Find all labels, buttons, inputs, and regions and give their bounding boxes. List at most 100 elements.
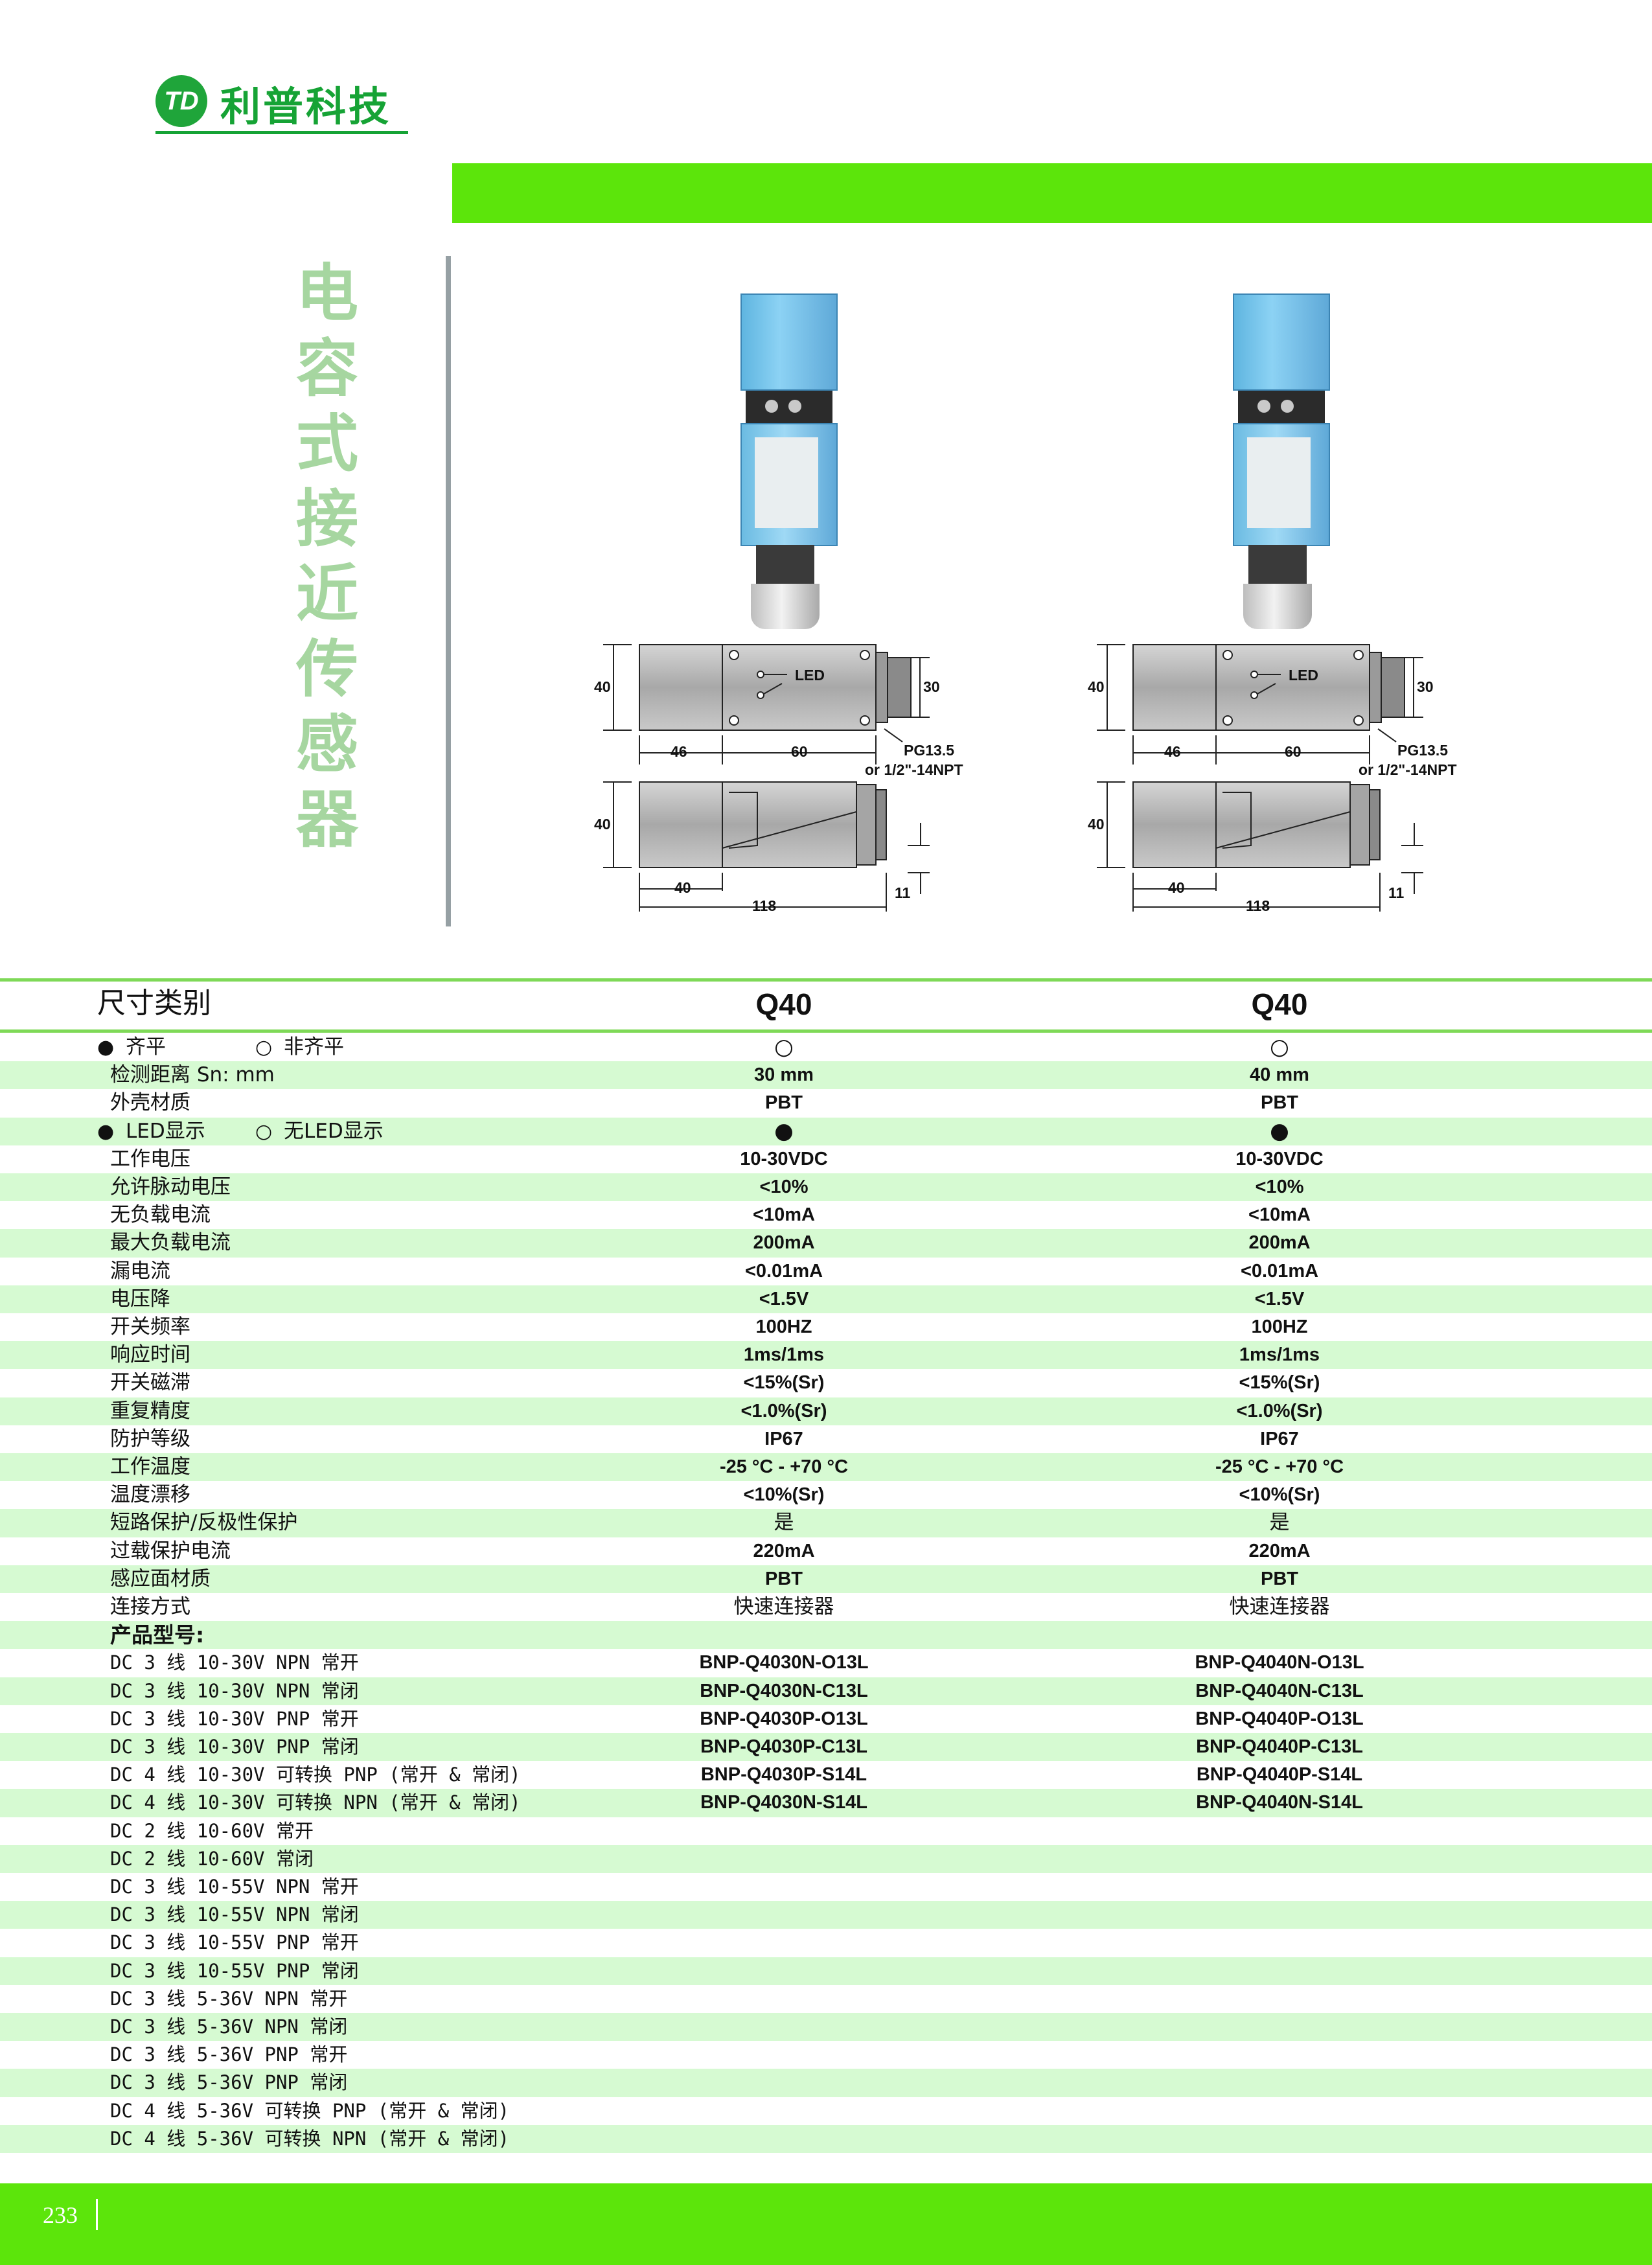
cell-value: -25 °C - +70 °C [719, 1456, 849, 1477]
table-row: 工作温度-25 °C - +70 °C-25 °C - +70 °C [0, 1453, 1652, 1482]
row-label: DC 3 线 10-30V PNP 常开 [110, 1707, 359, 1730]
dim-cable-diameter: 30 [1417, 678, 1434, 695]
cell-value: BNP-Q4030P-S14L [700, 1764, 867, 1786]
dim-height: 40 [1088, 678, 1105, 695]
table-row: DC 3 线 10-55V NPN 常开 [0, 1873, 1652, 1901]
cell-value: BNP-Q4030P-C13L [700, 1736, 867, 1757]
dim-side-total: 118 [1246, 897, 1270, 914]
cell-value: <10mA [1248, 1204, 1311, 1226]
cell-value: PBT [1261, 1092, 1298, 1114]
cell-value: 30 mm [754, 1064, 814, 1086]
row-label: 外壳材质 [110, 1091, 190, 1115]
legend: ●LED显示○无LED显示 [97, 1118, 384, 1145]
dim-cable-diameter: 30 [923, 678, 940, 695]
dim-side-tail: 11 [895, 884, 911, 901]
row-label: DC 3 线 10-30V PNP 常闭 [110, 1736, 359, 1758]
table-row: 电压降<1.5V<1.5V [0, 1285, 1652, 1313]
row-label: DC 3 线 5-36V NPN 常开 [110, 1987, 348, 2010]
legend-text: 齐平 [126, 1035, 166, 1059]
thread-spec-alt: or 1/2"-14NPT [1359, 761, 1457, 778]
cell-value: BNP-Q4040P-S14L [1196, 1764, 1363, 1786]
dim-side-a: 40 [1168, 879, 1185, 896]
cell-value: BNP-Q4030N-O13L [699, 1652, 869, 1673]
cell-value: PBT [765, 1092, 803, 1114]
cell-value: PBT [765, 1568, 803, 1589]
row-label: DC 3 线 5-36V NPN 常闭 [110, 2016, 348, 2038]
symbol-hollow-icon: ○ [255, 1120, 273, 1143]
row-label: DC 3 线 10-55V PNP 常开 [110, 1931, 359, 1954]
table-row: DC 3 线 10-55V PNP 常闭 [0, 1957, 1652, 1985]
legend-text: LED显示 [126, 1119, 205, 1143]
cell-value: 1ms/1ms [743, 1344, 825, 1366]
title-char: 近 [296, 558, 358, 630]
cell-value: <10%(Sr) [1239, 1484, 1320, 1506]
table-row: DC 3 线 5-36V PNP 常开 [0, 2041, 1652, 2069]
cell-value: <10% [1255, 1177, 1304, 1197]
cell-value: <0.01mA [744, 1260, 823, 1282]
table-row: 产品型号: [0, 1621, 1652, 1650]
models-heading: 产品型号: [110, 1622, 205, 1648]
row-label: 工作电压 [110, 1147, 190, 1171]
cell-value: IP67 [1260, 1428, 1299, 1449]
table-row: DC 4 线 10-30V 可转换 NPN (常开 & 常闭) BNP-Q4030… [0, 1789, 1652, 1817]
cell-value: -25 °C - +70 °C [1215, 1456, 1344, 1477]
row-label: 漏电流 [110, 1259, 170, 1283]
row-label: 检测距离 Sn: mm [110, 1063, 275, 1087]
table-row: DC 2 线 10-60V 常开 [0, 1817, 1652, 1845]
cell-value: BNP-Q4040N-S14L [1196, 1792, 1363, 1813]
row-label: DC 4 线 10-30V 可转换 NPN (常开 & 常闭) [110, 1791, 521, 1814]
symbol-filled-icon: ● [97, 1036, 115, 1059]
table-row: DC 4 线 10-30V 可转换 PNP (常开 & 常闭) BNP-Q4030… [0, 1761, 1652, 1789]
row-label: 连接方式 [110, 1595, 190, 1618]
dim-length-b: 60 [1285, 743, 1302, 760]
dim-height-side: 40 [1088, 816, 1105, 833]
table-row: DC 3 线 5-36V NPN 常闭 [0, 2013, 1652, 2041]
cell-value: 快速连接器 [733, 1595, 834, 1618]
table-row: 无负载电流<10mA<10mA [0, 1201, 1652, 1229]
title-char: 传 [296, 633, 358, 706]
row-label: DC 4 线 5-36V 可转换 PNP (常开 & 常闭) [110, 2099, 510, 2122]
symbol-value: ○ [1270, 1034, 1289, 1060]
cell-value: BNP-Q4030P-O13L [700, 1708, 868, 1729]
cell-value: <1.5V [759, 1288, 809, 1309]
cell-value: 快速连接器 [1229, 1595, 1330, 1618]
cell-value: 1ms/1ms [1239, 1344, 1320, 1366]
row-label: 最大负载电流 [110, 1231, 231, 1255]
logo-mark-icon: TD [155, 75, 207, 127]
table-header-row: 尺寸类别 Q40 Q40 [0, 982, 1652, 1033]
title-char: 接 [296, 483, 358, 555]
cell-value: 10-30VDC [740, 1148, 828, 1169]
row-label: 过载保护电流 [110, 1539, 231, 1563]
cell-value: 是 [774, 1511, 794, 1535]
dimension-drawing-2: 40 LED 30 46 60 PG13.5 or 1/2"-14NPT 40 … [1086, 632, 1457, 936]
row-label: DC 4 线 10-30V 可转换 PNP (常开 & 常闭) [110, 1764, 521, 1786]
cell-value: 100HZ [755, 1316, 812, 1337]
table-row: DC 3 线 10-55V NPN 常闭 [0, 1901, 1652, 1929]
cell-value: BNP-Q4030N-S14L [700, 1792, 867, 1813]
cell-value: BNP-Q4040N-O13L [1195, 1652, 1364, 1673]
title-char: 容 [296, 332, 358, 405]
thread-spec: PG13.5 [1397, 742, 1448, 759]
page-number-divider [96, 2199, 98, 2230]
company-logo: TD 利普科技 [155, 71, 408, 134]
cell-value: <10%(Sr) [743, 1484, 825, 1506]
dim-length-a: 46 [671, 743, 687, 760]
dim-length-b: 60 [791, 743, 808, 760]
table-row: 外壳材质 PBT PBT [0, 1089, 1652, 1117]
page-number: 233 [43, 2202, 78, 2228]
row-label: 温度漂移 [110, 1483, 190, 1507]
thread-spec: PG13.5 [904, 742, 954, 759]
cell-value: <1.5V [1254, 1288, 1305, 1309]
symbol-value: ● [1270, 1118, 1289, 1144]
row-label: 开关磁滞 [110, 1371, 190, 1395]
table-row: DC 2 线 10-60V 常闭 [0, 1845, 1652, 1873]
cell-value: BNP-Q4030N-C13L [700, 1680, 868, 1701]
row-label: DC 2 线 10-60V 常开 [110, 1819, 314, 1842]
dimension-drawing-1: 40 LED 30 46 60 PG13.5 or 1/2"-14NPT 40 … [593, 632, 963, 936]
table-row: DC 3 线 10-55V PNP 常开 [0, 1929, 1652, 1957]
